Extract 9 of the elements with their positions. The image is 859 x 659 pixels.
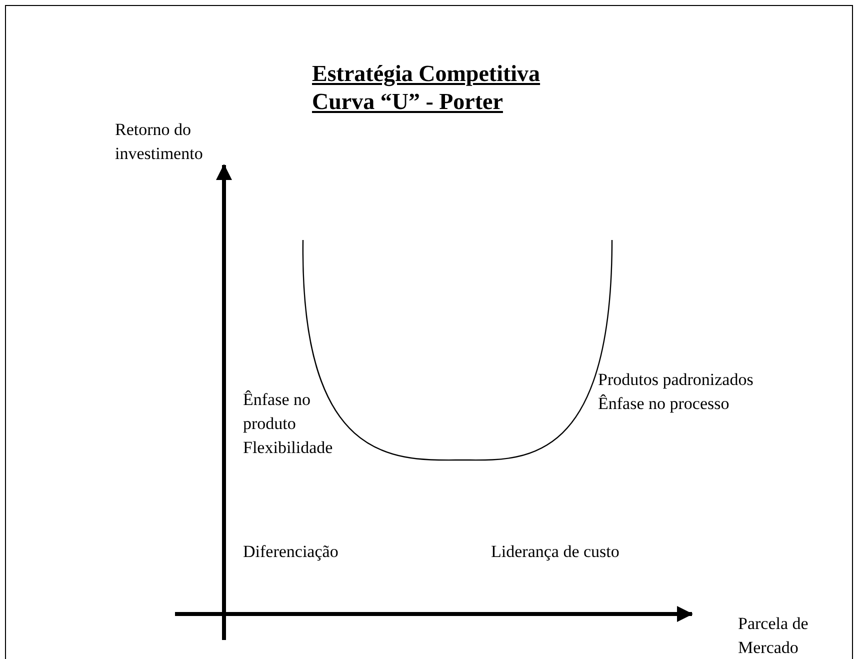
annotation-text: Ênfase no processo [598, 393, 730, 415]
axis-label: Retorno do investimento [115, 119, 204, 165]
chart-title: Estratégia Competitiva Curva “U” - Porter [312, 60, 542, 116]
axis-label: Parcela de Mercado [738, 613, 810, 659]
strategy-label: Diferenciação [243, 541, 338, 563]
annotation-text: Ênfase no produto [243, 389, 312, 435]
strategy-label: Liderança de custo [491, 541, 620, 563]
annotation-text: Flexibilidade [243, 437, 333, 459]
annotation-text: Produtos padronizados [598, 369, 754, 391]
